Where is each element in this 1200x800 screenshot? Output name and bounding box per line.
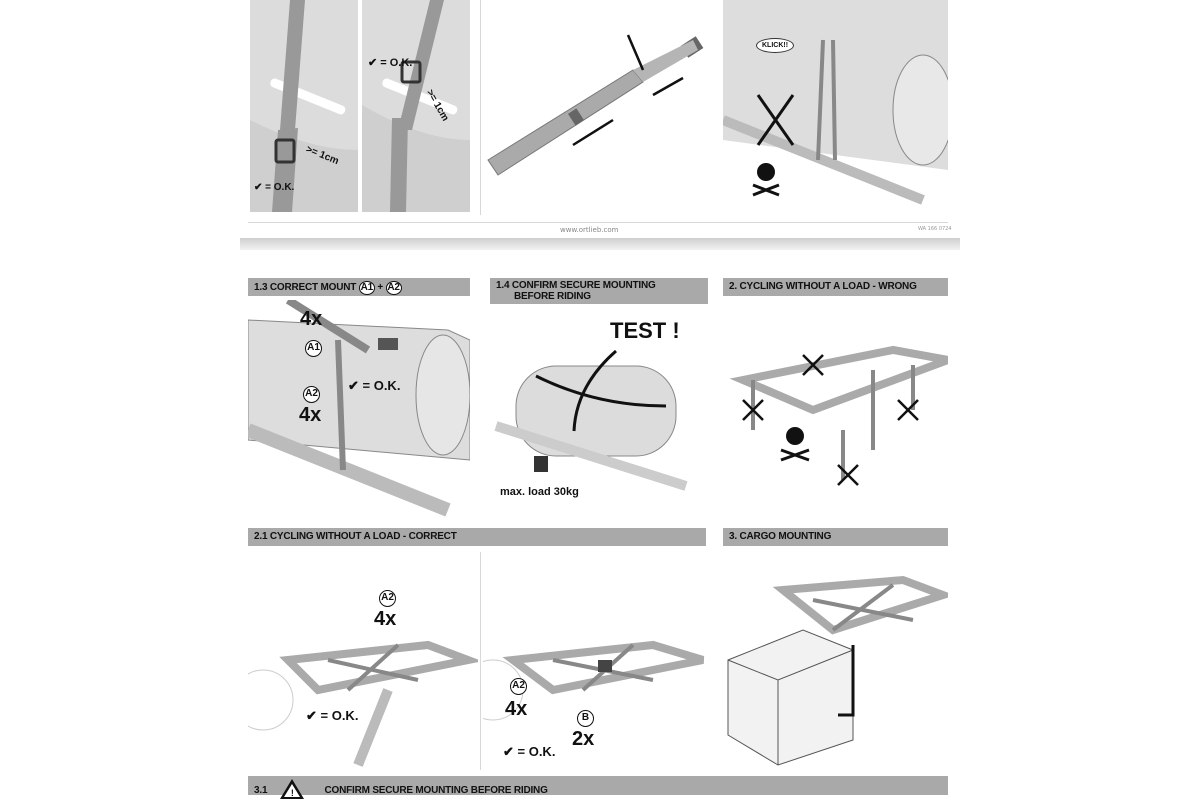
a1-count: 4x [300,308,323,330]
footer-divider [248,222,948,223]
section-header-3-1: 3.1 ! CONFIRM SECURE MOUNTING BEFORE RID… [248,776,948,799]
section-title: 1.3 CORRECT MOUNT [254,282,357,293]
correct-no-load-illustration-a2: A2 4x ✔ = O.K. [248,550,478,770]
section-number: 3.1 [254,785,268,796]
plus-sign: + [377,282,383,293]
footer-url: www.ortlieb.com [560,226,619,234]
a2-badge: A2 [385,281,402,295]
a2-badge: A2 [510,678,527,695]
section-title: 2.1 CYCLING WITHOUT A LOAD - CORRECT [254,531,457,542]
warning-icon: ! [279,779,304,799]
ok-label: ✔ = O.K. [503,744,556,759]
section-title: CONFIRM SECURE MOUNTING BEFORE RIDING [324,785,548,796]
correct-no-load-illustration-b: A2 4x B 2x ✔ = O.K. [483,550,708,770]
section-header-1-4: 1.4 CONFIRM SECURE MOUNTING BEFORE RIDIN… [490,278,708,304]
a2-count: 4x [299,404,322,426]
section-title-line2: BEFORE RIDING [514,291,591,302]
page-gap [240,238,960,250]
a2-count: 4x [505,698,528,720]
section-title: 3. CARGO MOUNTING [729,531,832,542]
footer-code: WA 166 0724 [918,226,952,232]
correct-mount-illustration: 4x A1 A2 4x ✔ = O.K. [248,300,470,522]
a2-badge: A2 [379,590,396,607]
a2-count: 4x [374,608,397,630]
section-title: 2. CYCLING WITHOUT A LOAD - WRONG [729,281,917,292]
divider [480,552,481,770]
b-count: 2x [572,728,595,750]
strap-slot-illustration-2: ✔ = O.K. >= 1cm [362,0,470,212]
ok-label: ✔ = O.K. [306,708,359,723]
test-label: TEST ! [610,318,680,343]
klick-label: KLICK!! [756,38,795,53]
ok-label: ✔ = O.K. [254,182,295,193]
strap-adjust-illustration [483,0,710,212]
strap-slot-illustration-1: >= 1cm ✔ = O.K. [250,0,358,212]
a2-badge: A2 [303,386,320,403]
b-badge: B [577,710,594,727]
a1-badge: A1 [358,281,375,295]
section-header-1-3: 1.3 CORRECT MOUNT A1 + A2 [248,278,470,296]
section-title: 1.4 CONFIRM SECURE MOUNTING [496,280,656,291]
section-header-2-1: 2.1 CYCLING WITHOUT A LOAD - CORRECT [248,528,706,546]
wrong-no-load-illustration [723,300,948,522]
section-header-2: 2. CYCLING WITHOUT A LOAD - WRONG [723,278,948,296]
klick-buckle-illustration: KLICK!! [723,0,948,212]
secure-test-illustration: TEST ! max. load 30kg [486,306,708,522]
divider [480,0,481,215]
ok-label: ✔ = O.K. [368,57,413,69]
a1-badge: A1 [305,340,322,357]
cargo-mounting-illustration [723,550,948,770]
ok-label: ✔ = O.K. [348,378,401,393]
section-header-3: 3. CARGO MOUNTING [723,528,948,546]
max-load-label: max. load 30kg [500,486,579,498]
